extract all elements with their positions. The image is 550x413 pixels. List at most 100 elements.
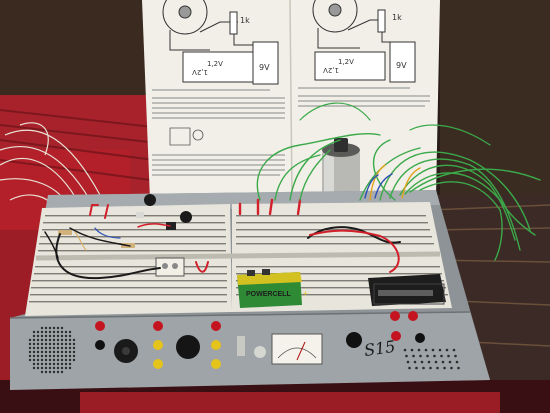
grille-hole [60,338,64,342]
grille-hole [36,362,40,366]
grille-hole [72,342,76,346]
red-terminal [153,321,163,331]
grille-hole [405,354,408,358]
grille-hole [440,354,443,358]
grille-hole [48,370,52,374]
grille-hole [64,362,68,366]
red-terminal [211,321,221,331]
black-terminal [95,340,105,350]
grille-hole [56,342,60,346]
grille-hole [56,354,60,358]
grille-hole [40,330,44,334]
grille-hole [52,338,56,342]
grille-hole [452,348,456,352]
grille-hole [28,346,32,350]
grille-hole [427,360,431,364]
grille-hole [60,362,64,366]
grille-hole [60,326,64,330]
grille-hole [436,366,439,370]
grille-hole [60,350,64,354]
grille-hole [44,338,48,342]
grille-hole [48,350,52,354]
grille-hole [36,354,40,358]
panel-controls [95,311,460,370]
grille-hole [32,338,36,342]
grille-hole [56,346,60,350]
grille-hole [32,362,36,366]
yellow-terminal [211,359,221,369]
grille-hole [68,362,72,366]
grille-hole [68,346,72,350]
grille-hole [44,370,48,374]
grille-hole [64,358,68,362]
grille-hole [32,350,36,354]
yellow-terminal [211,340,221,350]
grille-hole [68,342,72,346]
grille-hole [36,358,40,362]
electrolytic-capacitor [322,138,360,204]
grille-hole [72,338,76,342]
grille-hole [64,354,68,358]
cap-black [144,194,156,206]
battery-9v-green [237,269,302,308]
small-speaker-grille [403,348,460,370]
grille-hole [52,342,56,346]
battery-brand-label: POWERCELL [246,291,291,298]
battery-clip [155,257,185,277]
grille-hole [48,358,52,362]
grille-hole [28,354,32,358]
grille-hole [40,362,44,366]
grille-hole [32,330,36,334]
grille-hole [412,354,415,358]
grille-hole [32,358,36,362]
grille-hole [56,358,60,362]
left-resistor-label: 1k [240,16,250,25]
left-9v-battery-label: 9V [259,63,270,72]
handwritten-mark: S15 [363,337,397,360]
grille-hole [40,354,44,358]
grille-hole [48,330,52,334]
grille-hole [40,366,44,370]
grille-hole [56,362,60,366]
grille-hole [36,346,40,350]
left-page-small-schematic [169,127,204,146]
grille-hole [28,338,32,342]
grille-hole [52,334,56,338]
grille-hole [447,354,450,358]
grille-hole [40,350,44,354]
knob [176,335,200,359]
grille-hole [454,354,457,358]
grille-hole [32,366,36,370]
grille-hole [56,370,60,374]
grille-hole [44,354,48,358]
grille-hole [52,358,56,362]
grille-hole [36,334,40,338]
grille-hole [60,370,64,374]
grille-hole [441,360,445,364]
grille-hole [60,330,64,334]
grille-hole [406,360,410,364]
grille-hole [52,354,56,358]
grille-hole [424,348,428,352]
grille-hole [44,366,48,370]
grille-hole [60,342,64,346]
grille-hole [443,366,446,370]
grille-hole [44,330,48,334]
grille-hole [40,326,44,330]
grille-hole [448,360,452,364]
red-terminal [408,311,418,321]
grille-hole [433,354,436,358]
right-resistor-label: 1k [392,13,402,22]
grille-hole [64,334,68,338]
grille-hole [68,354,72,358]
breadboard-left [25,204,233,316]
grille-hole [36,366,40,370]
grille-hole [68,330,72,334]
grille-hole [48,338,52,342]
grille-hole [450,366,453,370]
grille-hole [36,342,40,346]
grille-hole [48,326,52,330]
grille-hole [32,342,36,346]
manual-booklet: 1k 1,2V 1,2V 9V [142,0,440,200]
